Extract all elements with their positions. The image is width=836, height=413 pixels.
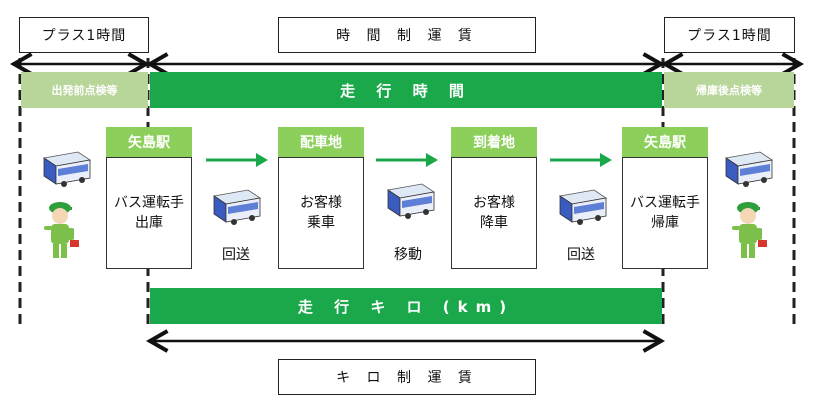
bus-icon (386, 183, 436, 219)
stage-box-return: バス運転手 帰庫 (622, 157, 708, 269)
driving-time-bar: 走 行 時 間 (150, 72, 662, 108)
stage-line1: バス運転手 (114, 195, 184, 211)
move-label-deadhead-out: 回送 (222, 247, 250, 263)
bus-icon (558, 189, 608, 225)
stage-line2: 帰庫 (651, 215, 679, 231)
stage-header-depart: 矢島駅 (106, 127, 192, 157)
stage-line2: 乗車 (307, 215, 335, 231)
post-inspection-bar: 帰庫後点検等 (664, 72, 794, 108)
stage-line2: 出庫 (135, 215, 163, 231)
km-fare-label: キ ロ 制 運 賃 (278, 359, 536, 395)
move-label-transport: 移動 (394, 247, 422, 263)
plus-one-hour-right-label: プラス1時間 (664, 17, 795, 53)
stage-line1: お客様 (300, 195, 342, 211)
stage-line1: お客様 (473, 195, 515, 211)
stage-header-arrival: 到着地 (451, 127, 537, 157)
bus-icon (724, 151, 774, 187)
stage-box-pickup: お客様 乗車 (278, 157, 364, 269)
driver-icon (44, 202, 79, 258)
time-fare-label: 時 間 制 運 賃 (278, 17, 536, 53)
pre-inspection-bar: 出発前点検等 (21, 72, 148, 108)
driving-km-bar: 走 行 キ ロ (km) (150, 288, 662, 324)
right-arrow-icon (376, 153, 438, 167)
driver-icon (732, 202, 767, 258)
stage-box-arrival: お客様 降車 (451, 157, 537, 269)
stage-header-return: 矢島駅 (622, 127, 708, 157)
right-arrow-icon (550, 153, 612, 167)
stage-line1: バス運転手 (630, 195, 700, 211)
right-arrow-icon (206, 153, 268, 167)
bus-icon (212, 189, 262, 225)
plus-one-hour-left-label: プラス1時間 (19, 17, 149, 53)
bus-icon (42, 151, 92, 187)
stage-line2: 降車 (480, 215, 508, 231)
move-label-deadhead-return: 回送 (567, 247, 595, 263)
stage-header-pickup: 配車地 (278, 127, 364, 157)
stage-box-depart: バス運転手 出庫 (106, 157, 192, 269)
